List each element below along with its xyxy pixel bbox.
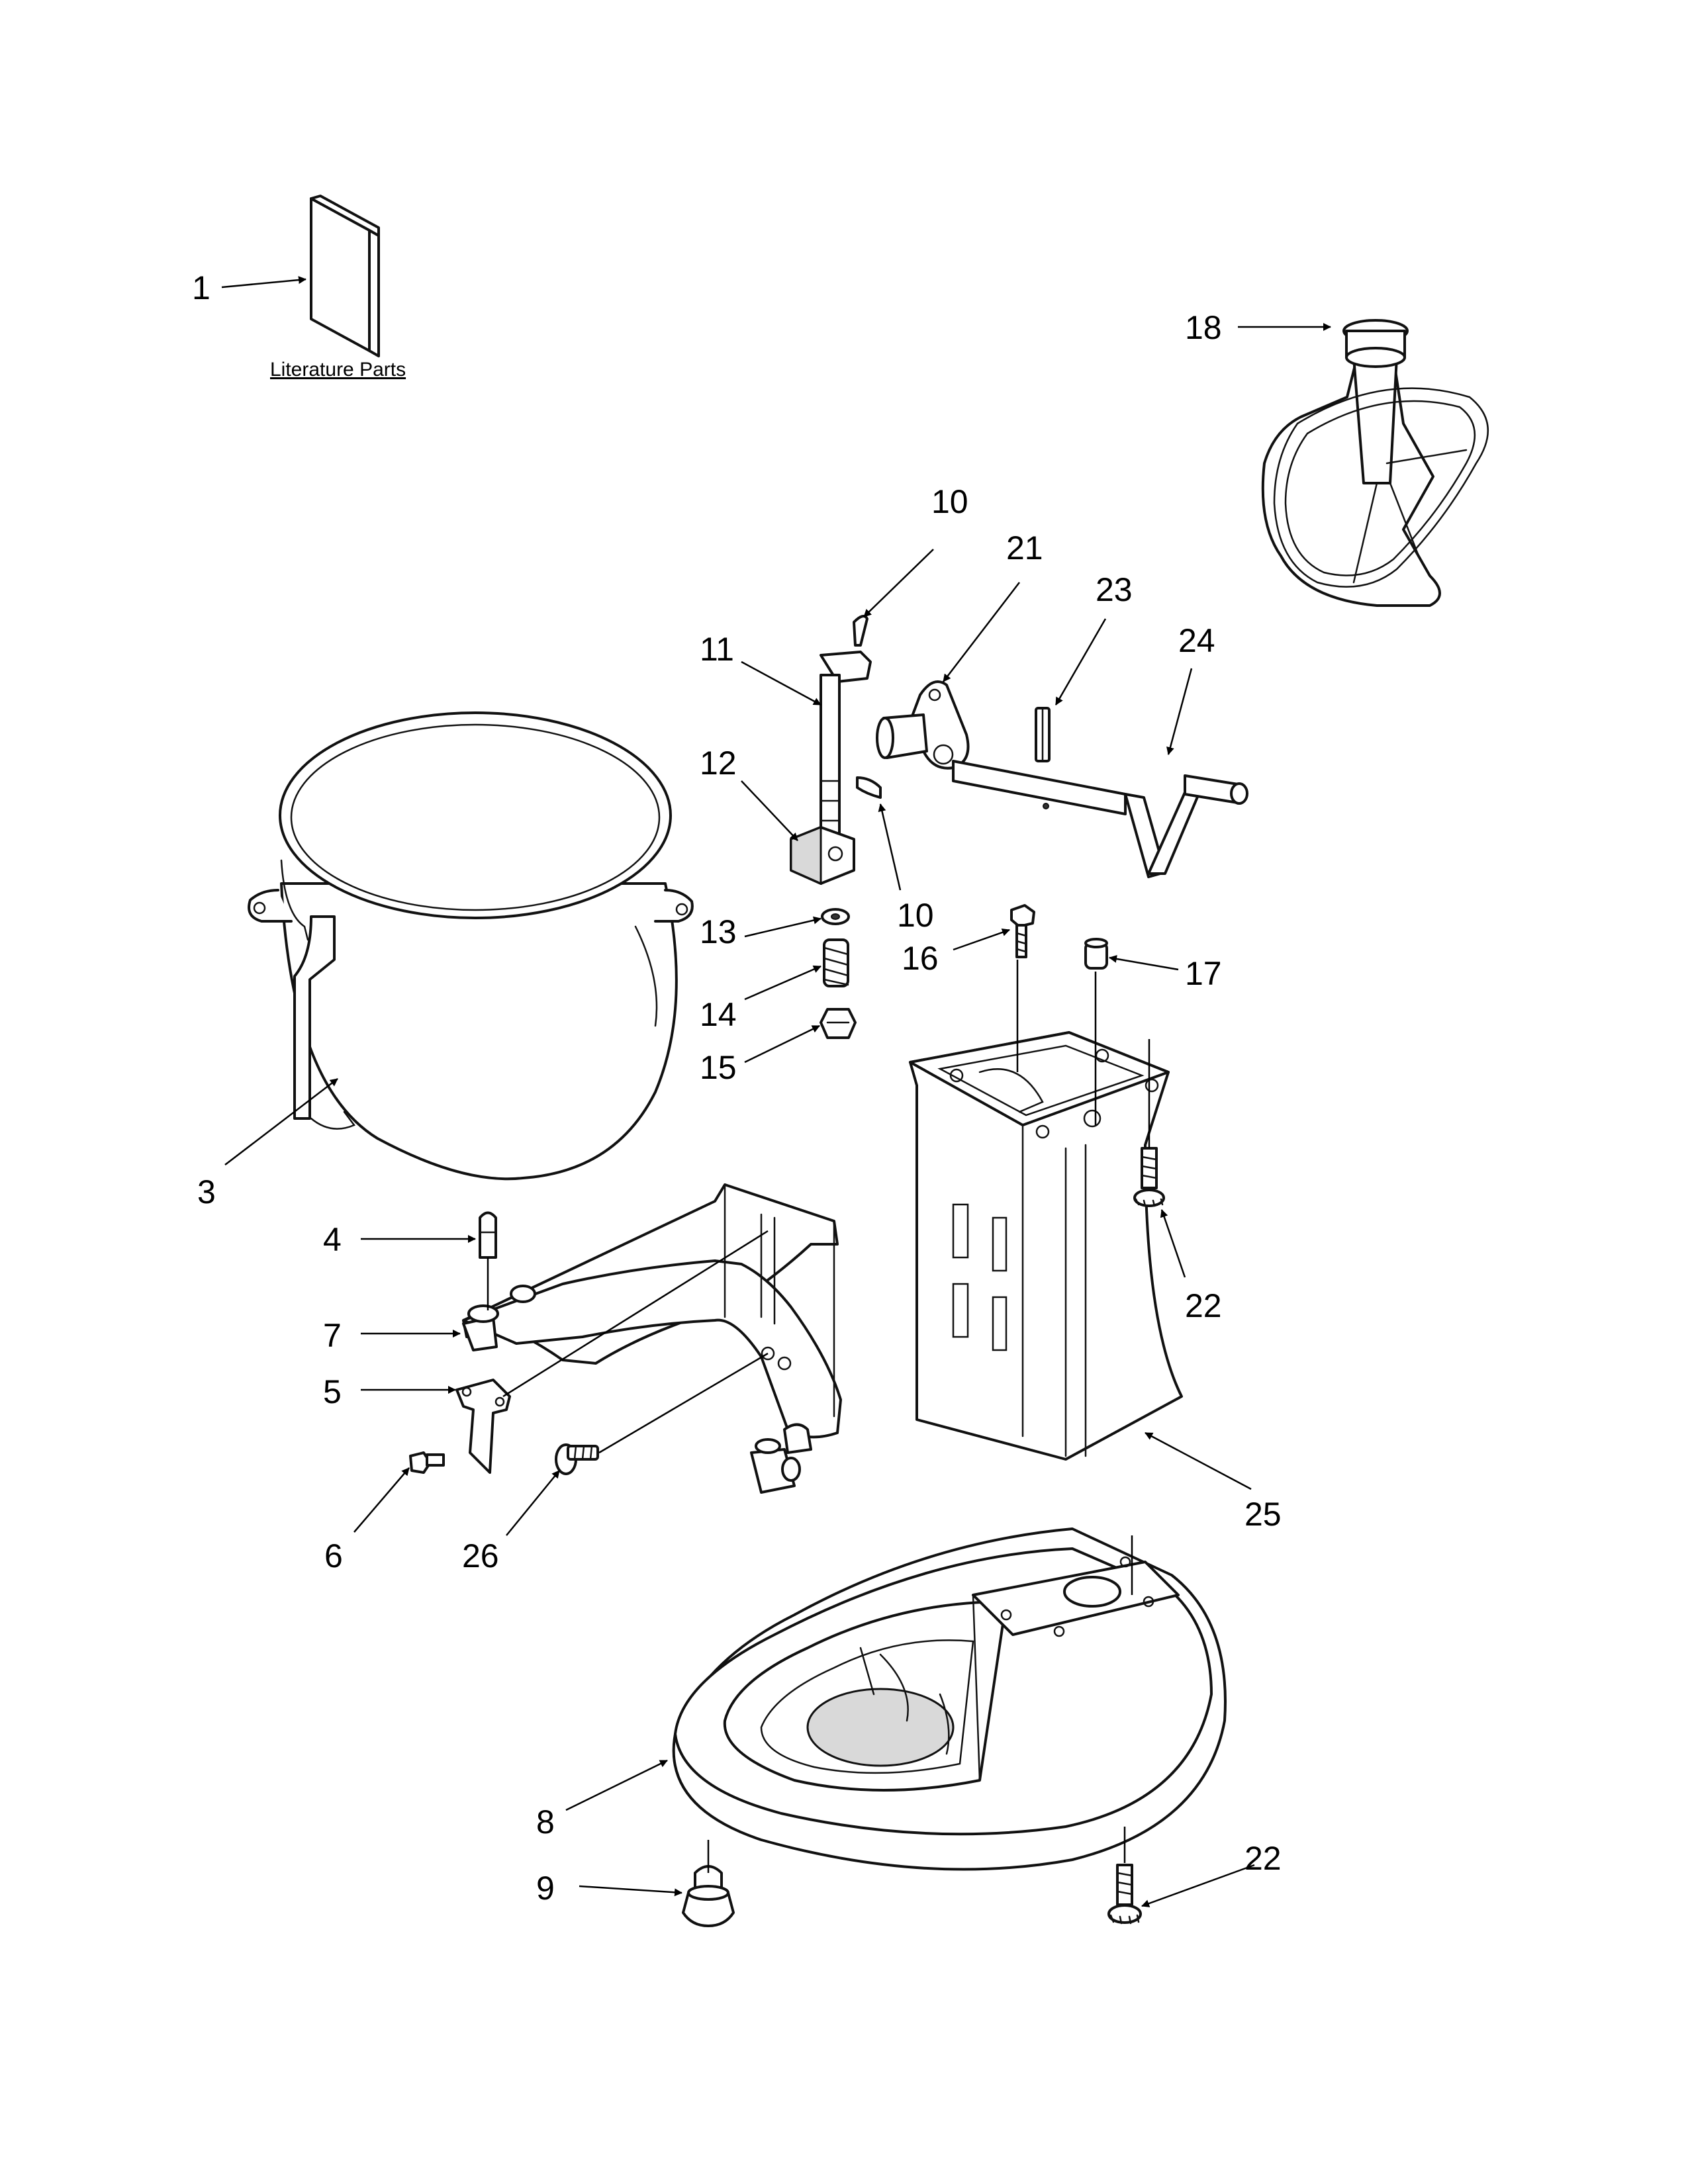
callout-24: 24 (1178, 622, 1215, 659)
lift-bracket (790, 825, 855, 886)
callout-4: 4 (323, 1221, 342, 1258)
callout-3: 3 (197, 1173, 216, 1210)
guide-lines (487, 960, 1150, 1873)
shoulder-screw-lower (1107, 1864, 1142, 1925)
hex-screw (1010, 904, 1035, 958)
bowl-support-arm (462, 1183, 842, 1494)
callout-6: 6 (324, 1537, 343, 1574)
crank-handle (952, 760, 1248, 878)
shoulder-screw-upper (1133, 1147, 1165, 1207)
lock-nut (820, 1008, 857, 1039)
spring (823, 938, 849, 987)
callout-23: 23 (1096, 571, 1133, 608)
callout-11: 11 (700, 631, 734, 668)
cotter-pin-upper (853, 615, 868, 647)
callout-14: 14 (700, 996, 737, 1033)
mixer-base (672, 1527, 1227, 1871)
callout-22-lower: 22 (1244, 1840, 1282, 1877)
lift-rod (820, 651, 872, 842)
literature-parts-booklet (310, 195, 380, 357)
callout-13: 13 (700, 913, 737, 950)
callout-26: 26 (462, 1537, 499, 1574)
literature-parts-caption: Literature Parts (270, 359, 406, 381)
lift-lever (876, 680, 970, 770)
callout-8: 8 (536, 1803, 555, 1841)
clip-screw (409, 1451, 445, 1474)
bowl-pin (479, 1211, 497, 1259)
callout-21: 21 (1006, 529, 1043, 567)
callout-16: 16 (902, 940, 939, 977)
callout-1: 1 (192, 269, 211, 306)
callout-7: 7 (323, 1317, 342, 1354)
cotter-pin-lower (856, 776, 882, 799)
pedestal-column (909, 1031, 1183, 1461)
callout-22-upper: 22 (1185, 1287, 1222, 1324)
pan-head-screw (555, 1443, 599, 1475)
callout-10-lower: 10 (897, 897, 934, 934)
callout-18: 18 (1185, 309, 1222, 346)
callout-5: 5 (323, 1373, 342, 1410)
callout-9: 9 (536, 1870, 555, 1907)
mixing-bowl (248, 711, 694, 1181)
flat-beater (1261, 319, 1489, 607)
rubber-foot (682, 1865, 735, 1927)
callout-25: 25 (1244, 1496, 1282, 1533)
callout-10-upper: 10 (931, 483, 968, 520)
leader-arrows (221, 276, 1331, 1907)
key-pin (1035, 707, 1051, 762)
washer (821, 908, 850, 925)
bowl-clip (455, 1379, 511, 1474)
rubber-plug (1084, 938, 1108, 970)
callout-12: 12 (700, 745, 737, 782)
callout-15: 15 (700, 1049, 737, 1086)
callout-labels: 1 18 10 21 23 24 11 12 10 13 16 17 14 15… (192, 269, 1282, 1907)
callout-17: 17 (1185, 955, 1222, 992)
